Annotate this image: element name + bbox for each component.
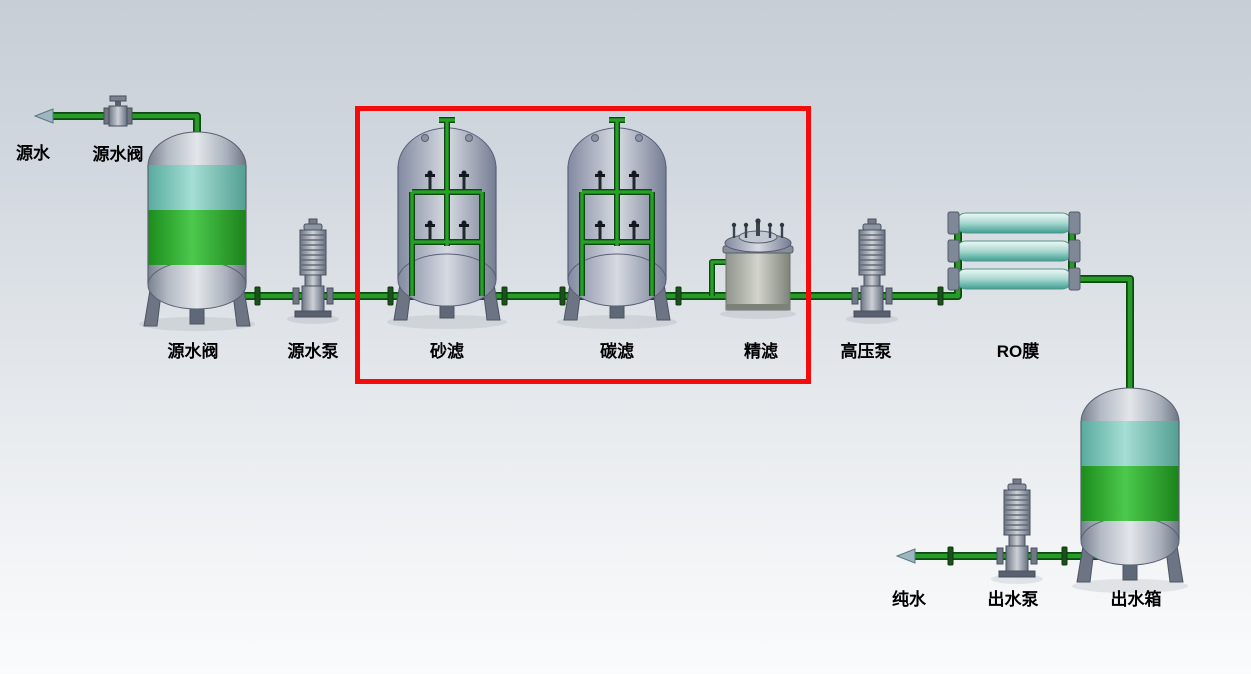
highlight-box [355,106,811,384]
label-output-tank: 出水箱 [1110,590,1162,609]
high-pressure-pump [851,218,893,318]
label-source-water-valve: 源水阀 [92,145,144,164]
source-valve-icon [103,95,133,127]
source-water-tank [143,131,251,327]
label-ro-membrane: RO膜 [996,342,1040,361]
label-precision-filter: 精滤 [744,342,778,361]
pipe-flange [254,286,261,306]
ro-membrane-tube [947,211,1081,235]
label-sand-filter: 砂滤 [430,342,464,361]
precision-filter-vessel [722,218,794,311]
pure-water-arrow-icon [896,548,916,564]
label-source-pump: 源水泵 [287,342,339,361]
label-output-pump: 出水泵 [987,590,1039,609]
pipe-flange [387,286,394,306]
pipe-flange [501,286,508,306]
precision-filter-riser-pipe [709,259,728,296]
ro-membrane-tube [947,239,1081,263]
pipe-flange [947,546,954,566]
label-high-pressure-pump: 高压泵 [840,342,892,361]
source-water-arrow-icon [34,108,54,124]
pipe-flange [937,286,944,306]
label-source-tank: 源水阀 [167,342,219,361]
source-water-pump [292,218,334,318]
pipe-flange [559,286,566,306]
pipe-flange [675,286,682,306]
output-water-pump [996,478,1038,578]
pipe-flange [1061,546,1068,566]
ro-membrane-rack [947,211,1081,291]
label-source-water: 源水 [16,144,50,163]
pipe-flanges [254,286,1068,566]
label-carbon-filter: 碳滤 [600,342,634,361]
ro-membrane-tube [947,267,1081,291]
output-water-tank [1076,387,1184,583]
label-pure-water: 纯水 [892,590,926,609]
